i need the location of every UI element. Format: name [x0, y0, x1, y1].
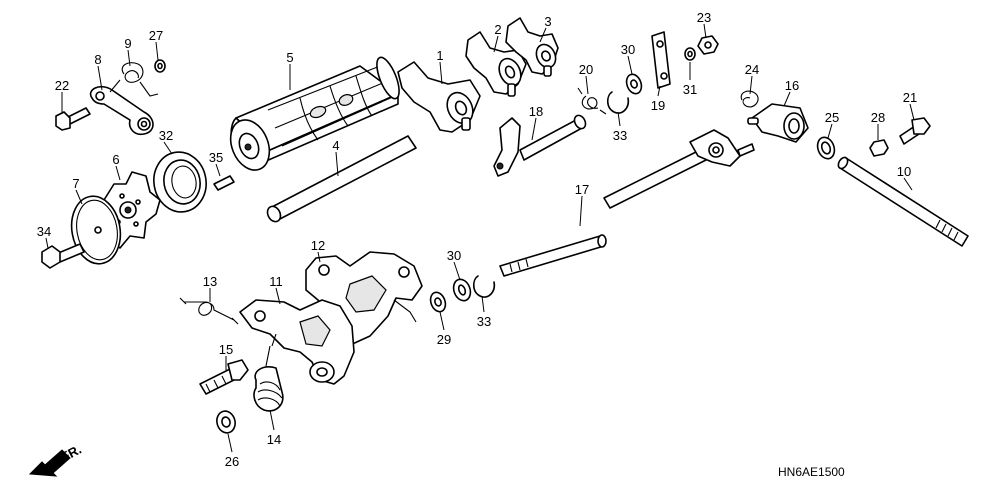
part-19-stopper-plate[interactable]: [651, 31, 671, 89]
part-16-shift-arm[interactable]: [747, 103, 809, 143]
callout-7: 7: [72, 176, 79, 191]
part-23-nut[interactable]: [697, 35, 719, 55]
callout-14: 14: [267, 432, 281, 447]
callout-12: 12: [311, 238, 325, 253]
arrow-down-left-icon: [28, 449, 71, 477]
diagram-code: HN6AE1500: [778, 465, 845, 479]
part-7-plate[interactable]: [66, 192, 125, 267]
callout-11: 11: [269, 274, 283, 289]
callout-17: 17: [575, 182, 589, 197]
callout-22: 22: [55, 78, 69, 93]
callout-24: 24: [745, 62, 759, 77]
part-35-dowel-pin[interactable]: [213, 175, 235, 191]
callout-25: 25: [825, 110, 839, 125]
part-20-spring[interactable]: [577, 87, 607, 115]
part-32-oil-seal[interactable]: [149, 148, 211, 216]
part-24-spring[interactable]: [740, 90, 759, 108]
part-8-stopper-arm[interactable]: [89, 85, 154, 136]
part-13-spring[interactable]: [179, 297, 239, 325]
part-34-bolt[interactable]: [41, 243, 85, 269]
part-25-oil-seal[interactable]: [815, 135, 838, 161]
callout-30-upper: 30: [621, 42, 635, 57]
part-27-washer[interactable]: [154, 59, 166, 73]
part-9-return-spring[interactable]: [109, 62, 159, 97]
callout-6: 6: [112, 152, 119, 167]
part-3-shift-fork[interactable]: [505, 17, 559, 77]
callout-28: 28: [871, 110, 885, 125]
callout-35: 35: [209, 150, 223, 165]
callout-19: 19: [651, 98, 665, 113]
callout-26: 26: [225, 454, 239, 469]
callout-4: 4: [332, 138, 339, 153]
callout-3: 3: [544, 14, 551, 29]
part-11-gearshift-arm[interactable]: [239, 299, 355, 385]
part-17-gearshift-spindle[interactable]: [499, 129, 755, 277]
callout-2: 2: [494, 22, 501, 37]
callout-16: 16: [785, 78, 799, 93]
callout-8: 8: [94, 52, 101, 67]
part-2-shift-fork[interactable]: [465, 31, 527, 97]
callout-20: 20: [579, 62, 593, 77]
callout-1: 1: [436, 48, 443, 63]
part-21-bolt[interactable]: [899, 117, 931, 145]
callout-31: 31: [683, 82, 697, 97]
callout-29: 29: [437, 332, 451, 347]
callout-15: 15: [219, 342, 233, 357]
part-33-circlip-upper[interactable]: [606, 91, 630, 114]
part-30-washer-upper[interactable]: [624, 72, 644, 96]
callout-13: 13: [203, 274, 217, 289]
callout-9: 9: [124, 36, 131, 51]
part-29-washer[interactable]: [428, 290, 448, 314]
part-30-washer-lower[interactable]: [451, 277, 474, 303]
part-5-shift-drum[interactable]: [224, 55, 404, 176]
part-26-washer[interactable]: [214, 409, 237, 435]
callout-5: 5: [286, 50, 293, 65]
callout-33-lower: 33: [477, 314, 491, 329]
callout-27: 27: [149, 28, 163, 43]
part-15-bolt[interactable]: [199, 359, 249, 395]
part-31-washer[interactable]: [684, 47, 696, 61]
callout-10: 10: [897, 164, 911, 179]
callout-labels: 1 2 3 4 5 6 7 8 9 10 11 12 13 14 15 16 1…: [37, 10, 917, 469]
part-14-return-spring[interactable]: [253, 333, 284, 412]
part-33-circlip-lower[interactable]: [472, 275, 496, 298]
part-22-bolt[interactable]: [55, 107, 91, 131]
front-direction-indicator: FR.: [28, 442, 84, 477]
part-18-shift-arm[interactable]: [493, 113, 588, 177]
callout-34: 34: [37, 224, 51, 239]
part-1-shift-fork[interactable]: [397, 61, 481, 133]
callout-23: 23: [697, 10, 711, 25]
callout-30-lower: 30: [447, 248, 461, 263]
leader-lines: [45, 23, 915, 453]
callout-32: 32: [159, 128, 173, 143]
part-4-fork-shaft[interactable]: [265, 135, 417, 224]
callout-21: 21: [903, 90, 917, 105]
part-28-nut[interactable]: [869, 139, 889, 157]
part-10-gearshift-spindle[interactable]: [836, 156, 969, 247]
callout-18: 18: [529, 104, 543, 119]
callout-33-upper: 33: [613, 128, 627, 143]
